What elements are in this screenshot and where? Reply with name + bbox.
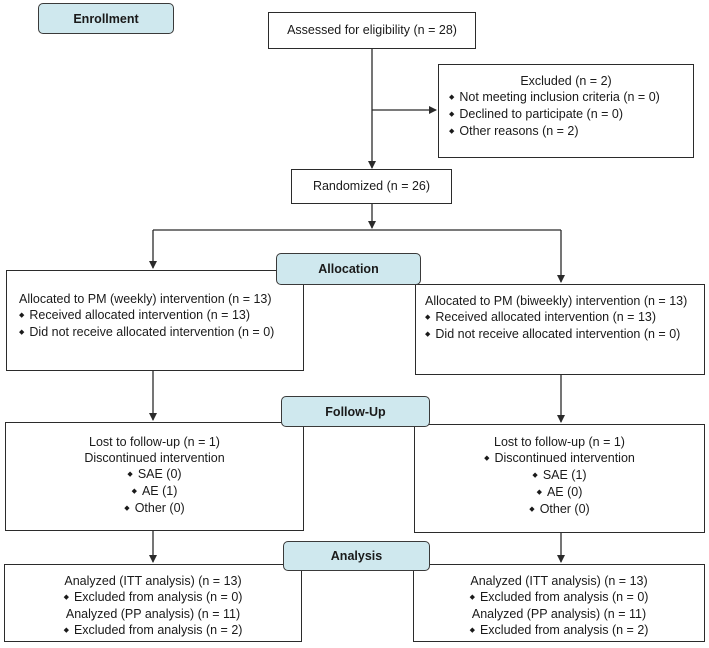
excluded-title: Excluded (n = 2)	[520, 74, 612, 88]
analysis-right-itt-excluded: Excluded from analysis (n = 0)	[414, 589, 704, 606]
analysis-left-itt-excluded: Excluded from analysis (n = 0)	[5, 589, 301, 606]
analysis-left-itt: Analyzed (ITT analysis) (n = 13)	[64, 574, 242, 588]
stage-enrollment: Enrollment	[38, 3, 174, 34]
followup-right-discontinued: Discontinued intervention	[415, 450, 704, 467]
analysis-left-pp-excluded: Excluded from analysis (n = 2)	[5, 622, 301, 639]
analysis-left-box: Analyzed (ITT analysis) (n = 13) Exclude…	[4, 564, 302, 642]
followup-right-box: Lost to follow-up (n = 1) Discontinued i…	[414, 424, 705, 533]
excluded-item: Not meeting inclusion criteria (n = 0)	[449, 89, 693, 106]
followup-right-item: Other (0)	[415, 501, 704, 518]
allocation-left-title: Allocated to PM (weekly) intervention (n…	[19, 292, 272, 306]
allocation-left-item: Received allocated intervention (n = 13)	[19, 307, 303, 324]
followup-right-lost: Lost to follow-up (n = 1)	[494, 435, 625, 449]
followup-right-item: SAE (1)	[415, 467, 704, 484]
allocation-right-item: Received allocated intervention (n = 13)	[425, 309, 704, 326]
excluded-box: Excluded (n = 2) Not meeting inclusion c…	[438, 64, 694, 158]
randomized-box: Randomized (n = 26)	[291, 169, 452, 204]
stage-allocation-label: Allocation	[318, 262, 379, 276]
allocation-right-box: Allocated to PM (biweekly) intervention …	[415, 284, 705, 375]
allocation-right-item: Did not receive allocated intervention (…	[425, 326, 704, 343]
assessed-label: Assessed for eligibility (n = 28)	[287, 23, 457, 37]
stage-allocation: Allocation	[276, 253, 421, 285]
stage-followup-label: Follow-Up	[325, 404, 386, 419]
followup-right-item: AE (0)	[415, 484, 704, 501]
allocation-left-item: Did not receive allocated intervention (…	[19, 324, 303, 341]
analysis-left-pp: Analyzed (PP analysis) (n = 11)	[65, 607, 241, 621]
randomized-label: Randomized (n = 26)	[312, 179, 431, 193]
allocation-right-title: Allocated to PM (biweekly) intervention …	[425, 294, 688, 308]
followup-left-discontinued: Discontinued intervention	[84, 451, 225, 465]
allocation-left-box: Allocated to PM (weekly) intervention (n…	[6, 270, 304, 371]
followup-left-box: Lost to follow-up (n = 1) Discontinued i…	[5, 422, 304, 531]
analysis-right-pp-excluded: Excluded from analysis (n = 2)	[414, 622, 704, 639]
followup-left-item: Other (0)	[6, 500, 303, 517]
analysis-right-pp: Analyzed (PP analysis) (n = 11)	[471, 607, 647, 621]
followup-left-item: SAE (0)	[6, 466, 303, 483]
analysis-right-box: Analyzed (ITT analysis) (n = 13) Exclude…	[413, 564, 705, 642]
stage-enrollment-label: Enrollment	[73, 11, 139, 26]
excluded-item: Declined to participate (n = 0)	[449, 106, 693, 123]
analysis-right-itt: Analyzed (ITT analysis) (n = 13)	[470, 574, 648, 588]
assessed-box: Assessed for eligibility (n = 28)	[268, 12, 476, 49]
stage-analysis: Analysis	[283, 541, 430, 571]
stage-followup: Follow-Up	[281, 396, 430, 427]
stage-analysis-label: Analysis	[330, 549, 383, 563]
excluded-item: Other reasons (n = 2)	[449, 123, 693, 140]
followup-left-lost: Lost to follow-up (n = 1)	[89, 435, 220, 449]
followup-left-item: AE (1)	[6, 483, 303, 500]
